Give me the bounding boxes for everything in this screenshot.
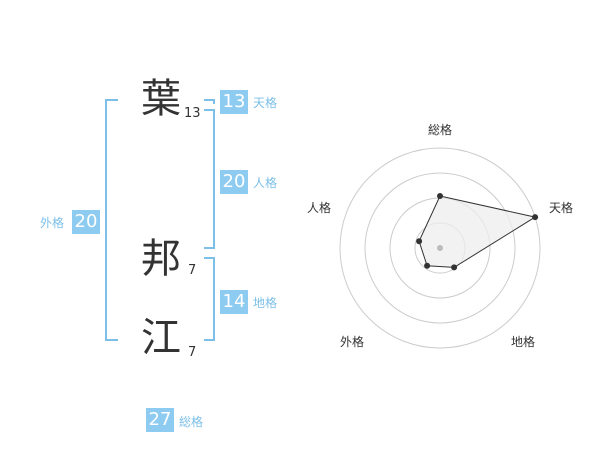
name-char-3-strokes: 7: [188, 345, 197, 360]
gaikaku-bracket: [105, 99, 118, 341]
radar-center-dot: [437, 245, 443, 251]
radar-point-1: [437, 193, 443, 199]
soukaku-value: 27: [146, 408, 174, 432]
gaikaku-label: 外格: [40, 216, 65, 230]
radar-point-3: [451, 264, 458, 271]
radar-chart: [339, 147, 541, 349]
jinkaku-bracket: [204, 109, 215, 249]
chikaku-bracket: [204, 257, 215, 341]
radar-ring: [339, 147, 541, 349]
radar-label-gaikaku: 外格: [340, 335, 365, 349]
name-char-1-strokes: 13: [184, 106, 201, 121]
radar-ring: [364, 172, 516, 324]
jinkaku-value: 20: [220, 170, 248, 194]
radar-point-4: [424, 262, 431, 269]
radar-label-jinkaku: 人格: [307, 201, 332, 215]
radar-label-chikaku: 地格: [511, 335, 536, 349]
radar-point-2: [532, 214, 539, 221]
chikaku-label: 地格: [253, 296, 278, 310]
radar-label-tenkaku: 天格: [549, 201, 574, 215]
name-char-2: 邦: [141, 236, 181, 282]
name-char-3: 江: [141, 315, 181, 361]
tenkaku-value: 13: [220, 90, 248, 114]
chikaku-value: 14: [220, 290, 248, 314]
name-char-2-strokes: 7: [188, 263, 197, 278]
radar-label-soukaku: 総格: [428, 123, 453, 137]
gaikaku-value: 20: [72, 210, 100, 234]
name-char-1: 葉: [141, 76, 181, 122]
soukaku-label: 総格: [179, 415, 204, 429]
radar-point-5: [416, 238, 423, 245]
tenkaku-label: 天格: [253, 96, 278, 110]
radar-area: [418, 195, 537, 268]
jinkaku-label: 人格: [253, 176, 278, 190]
tenkaku-bracket: [204, 99, 215, 104]
